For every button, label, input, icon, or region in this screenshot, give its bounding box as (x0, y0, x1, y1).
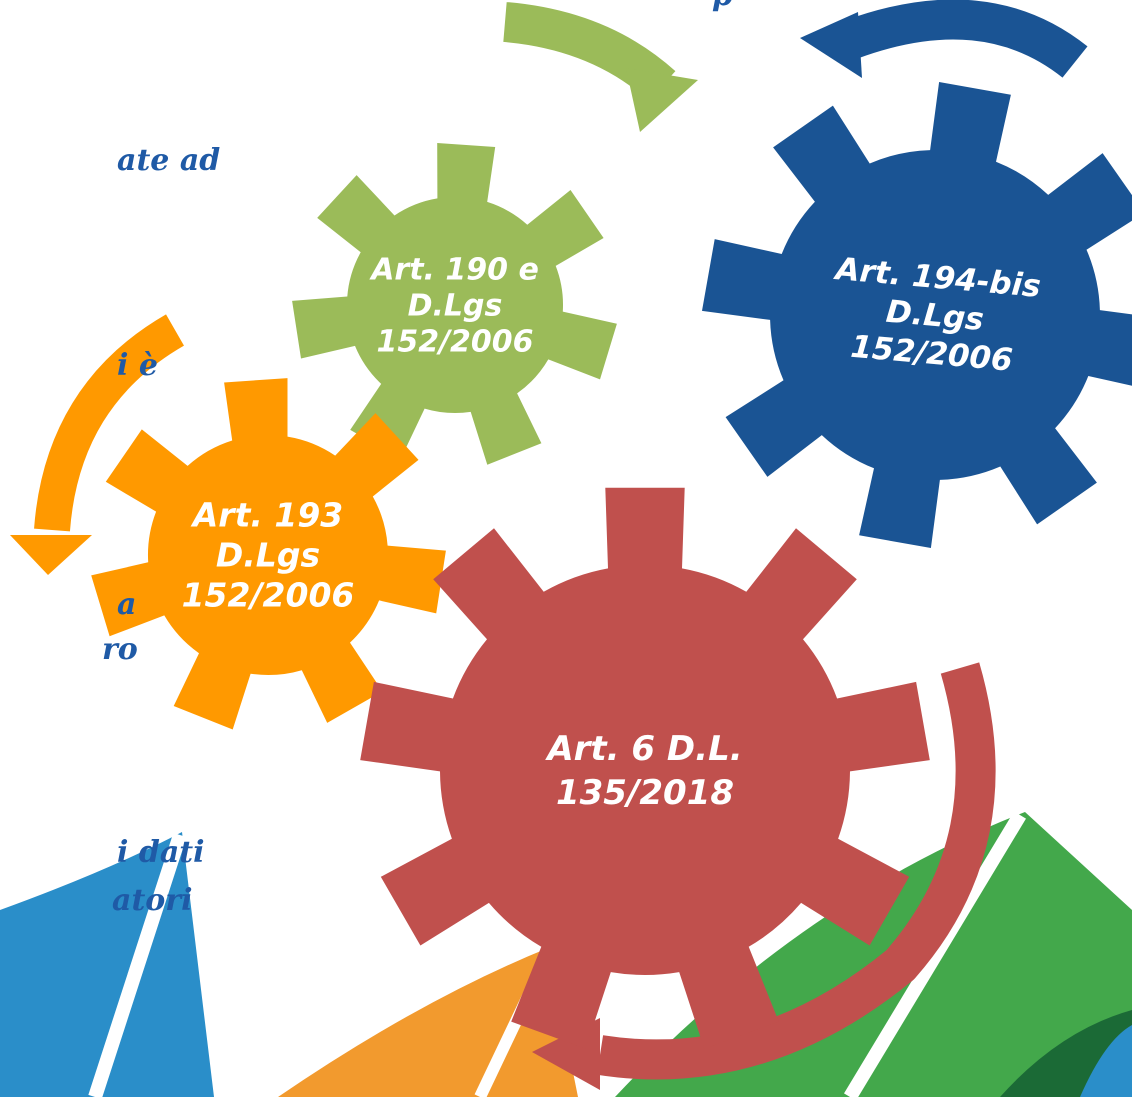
white-stroke-green (844, 811, 1026, 1097)
blue-sail-right (1080, 1025, 1132, 1097)
gear-art194: Art. 194-bisD.Lgs152/2006 (702, 82, 1132, 548)
left-text-2: i è (117, 348, 158, 383)
blue-arrow-head (800, 12, 862, 78)
gear-art6-shape (360, 487, 930, 1049)
left-text-5: i dati (117, 835, 205, 870)
gear-art6-line-0: Art. 6 D.L. (544, 729, 742, 769)
gear-art190-shape (292, 143, 617, 465)
red-arrow (596, 662, 996, 1080)
gear-art193-line-0: Art. 193 (190, 496, 344, 535)
gear-art193-shape (91, 378, 446, 730)
gear-art6-line-1: 135/2018 (556, 773, 734, 813)
flow-arrows (10, 0, 1088, 1090)
blue-arrow (843, 0, 1088, 78)
left-text-4: ro (102, 632, 138, 667)
left-text-6: atori (112, 883, 193, 918)
orange-arrow (34, 314, 185, 532)
top-text-fragment: p (712, 0, 733, 13)
orange-arrow-head (10, 535, 92, 575)
gear-art6: Art. 6 D.L.135/2018 (360, 487, 930, 1049)
white-stroke-left (88, 832, 187, 1097)
left-text-1: ate ad (117, 143, 221, 178)
gear-art190-line-2: 152/2006 (376, 325, 533, 360)
gear-art190-line-0: Art. 190 e (369, 253, 539, 288)
gear-art190-line-1: D.Lgs (408, 289, 503, 324)
gear-art194-line-1: D.Lgs (885, 294, 986, 338)
gear-art194-shape (702, 82, 1132, 548)
gear-art193-line-1: D.Lgs (216, 536, 320, 575)
gear-art6-label: Art. 6 D.L.135/2018 (544, 729, 742, 813)
left-text-3: a (117, 587, 137, 622)
gear-art193-line-2: 152/2006 (182, 576, 355, 615)
green-arrow-head (626, 68, 698, 132)
